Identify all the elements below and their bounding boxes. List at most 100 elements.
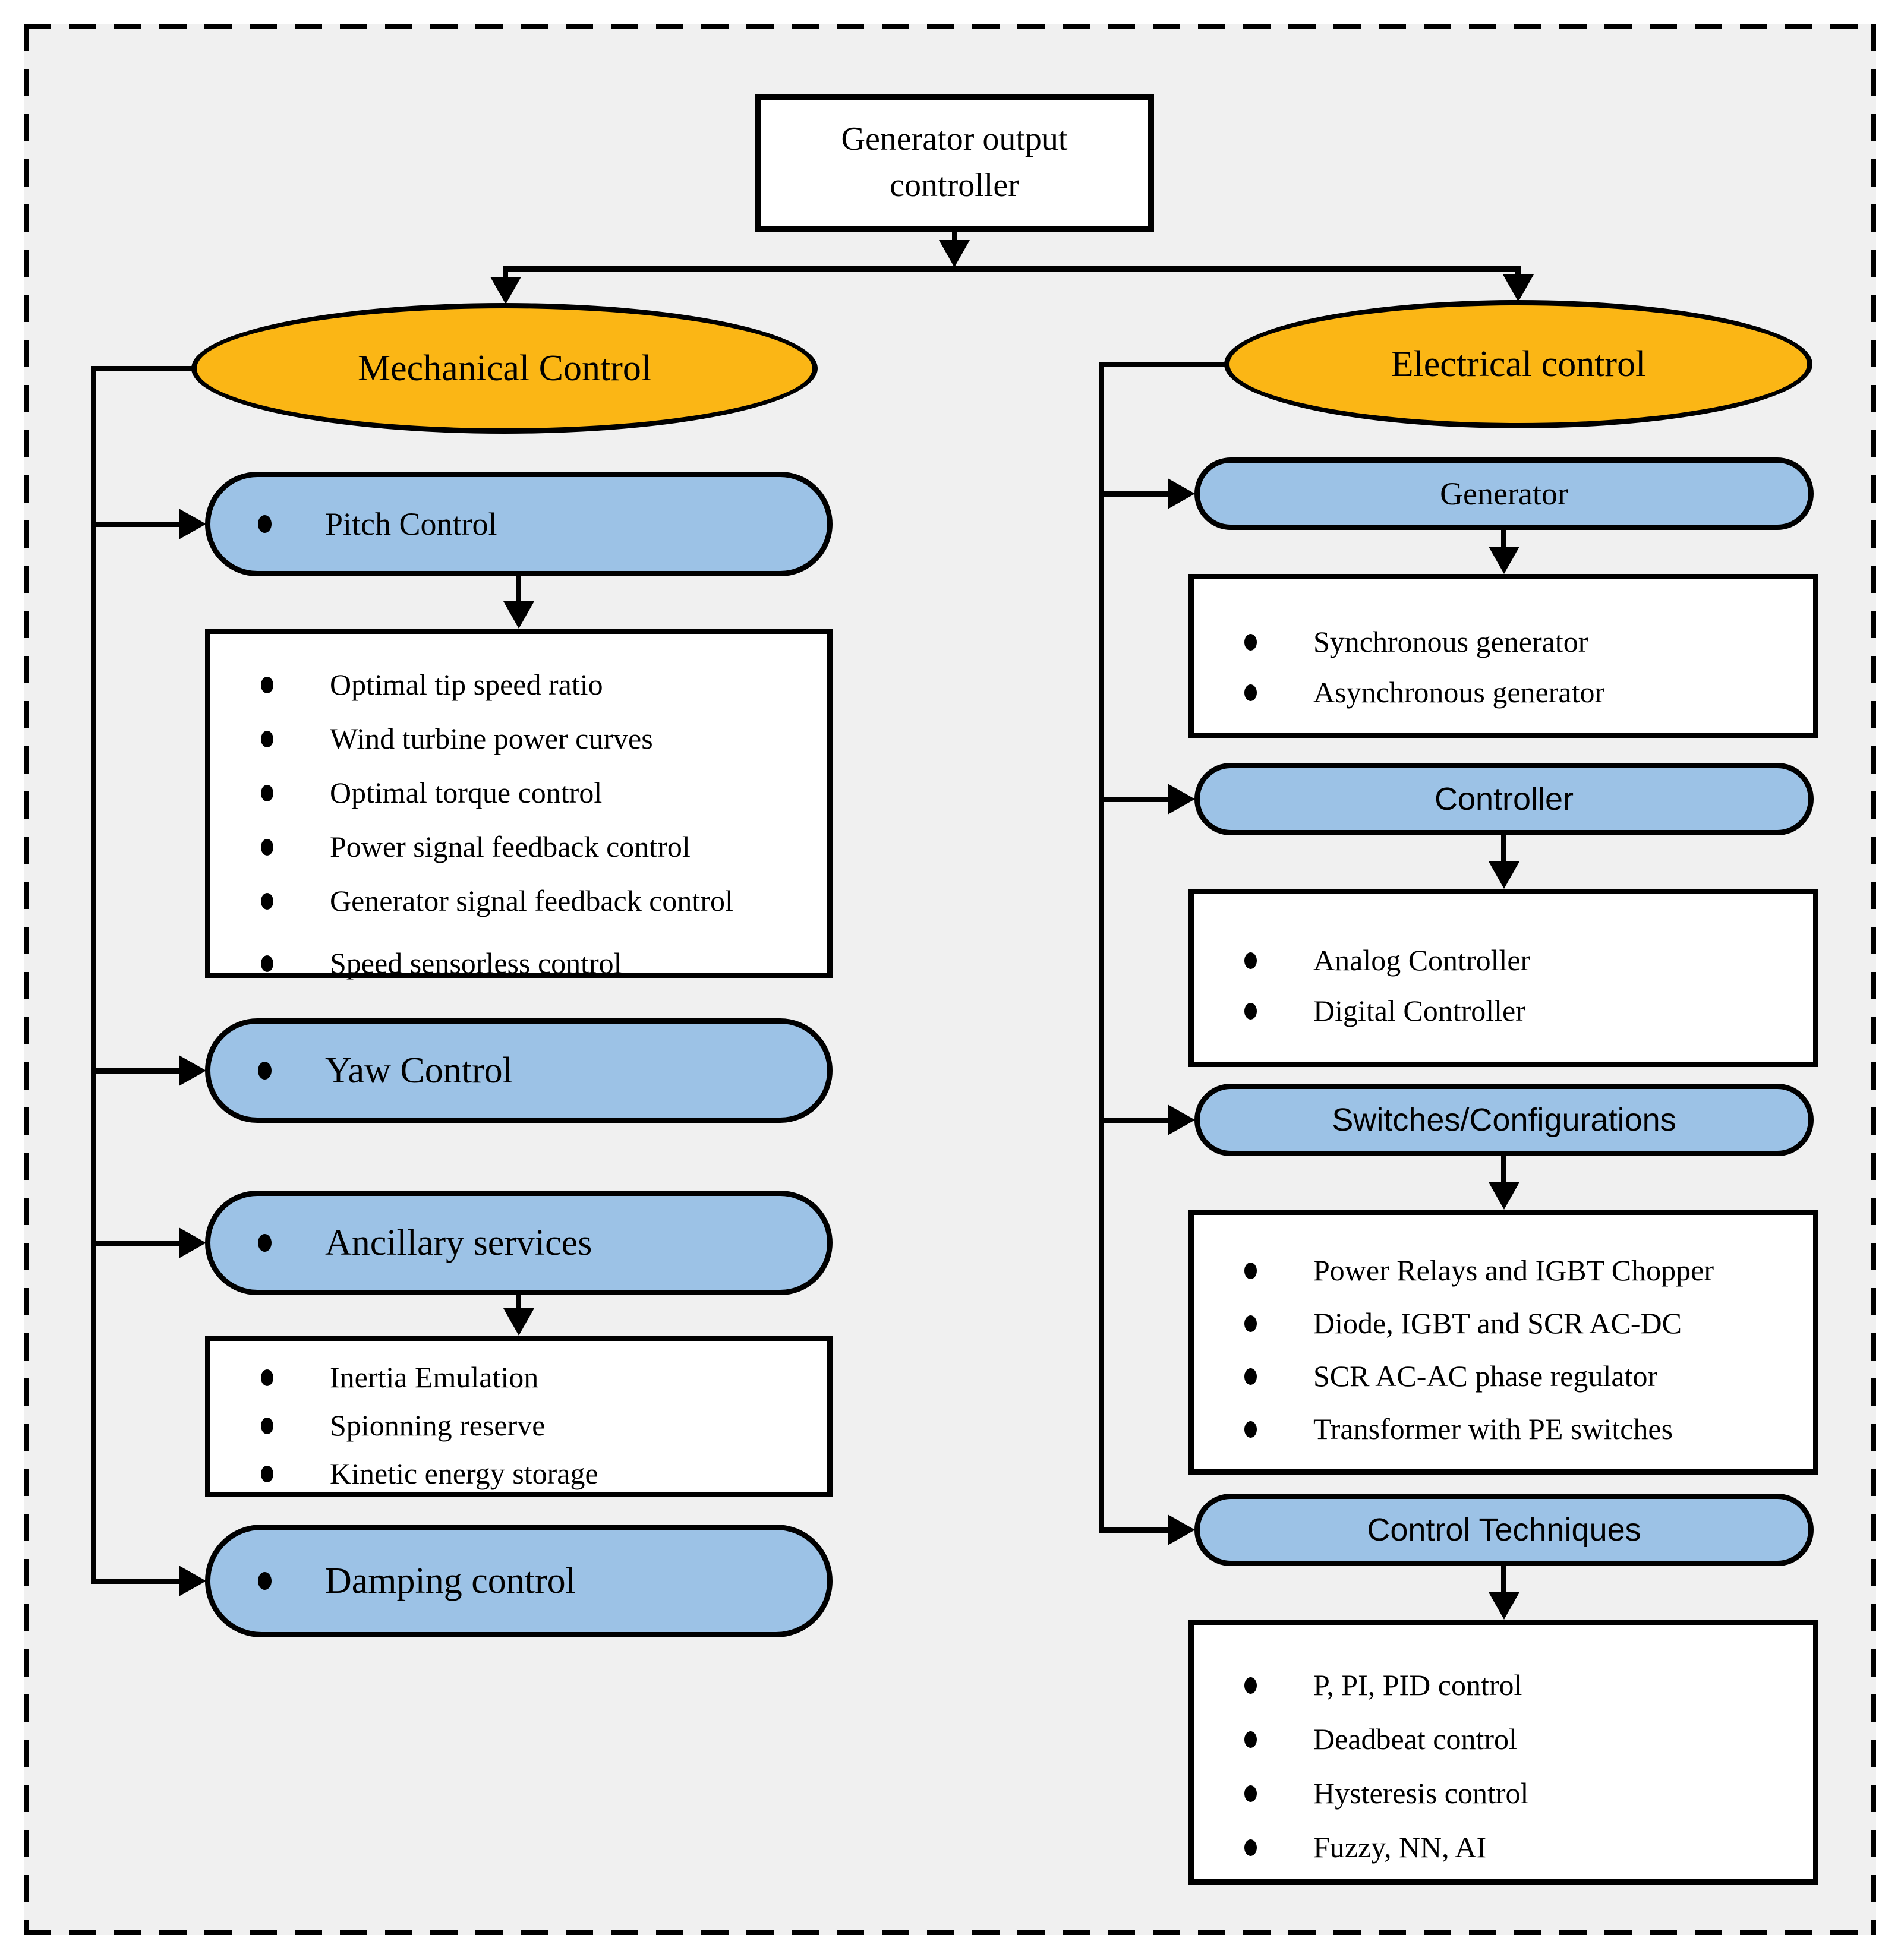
list-item: P, PI, PID control — [1194, 1669, 1813, 1702]
arrowhead-electrical-down-icon — [1503, 274, 1534, 302]
list-item-label: P, PI, PID control — [1313, 1668, 1522, 1702]
arrowhead-pitch-detail-down-icon — [503, 601, 534, 629]
list-item: Hysteresis control — [1194, 1777, 1813, 1810]
list-item-label: Speed sensorless control — [330, 946, 622, 980]
damping-control-pill: Damping control — [205, 1525, 833, 1637]
pitch-control-label: Pitch Control — [325, 506, 497, 542]
bullet-icon — [1244, 1421, 1257, 1438]
connector-drop-left-shaft — [503, 266, 508, 282]
pitch-detail-box: Optimal tip speed ratio Wind turbine pow… — [205, 629, 833, 980]
connector-generator-detail-shaft — [1501, 530, 1506, 550]
list-item: Wind turbine power curves — [210, 722, 827, 755]
list-item: Transformer with PE switches — [1194, 1413, 1813, 1445]
connector-pitch-detail-shaft — [516, 576, 521, 604]
list-item-label: Optimal torque control — [330, 776, 603, 809]
list-item-label: Power Relays and IGBT Chopper — [1313, 1254, 1714, 1287]
connector-mechanical-trunk-vertical — [91, 366, 96, 1583]
list-item-label: Spionning reserve — [330, 1409, 546, 1442]
connector-root-shaft — [952, 232, 957, 247]
bullet-icon — [258, 515, 272, 533]
list-item-label: Inertia Emulation — [330, 1361, 539, 1394]
bullet-icon — [261, 1465, 273, 1482]
arrowhead-mechanical-down-icon — [490, 277, 521, 304]
list-item-label: Optimal tip speed ratio — [330, 668, 603, 701]
mechanical-control-label: Mechanical Control — [357, 348, 652, 389]
list-item: Optimal tip speed ratio — [210, 668, 827, 701]
bullet-icon — [1244, 952, 1257, 969]
list-item: Optimal torque control — [210, 777, 827, 809]
generator-detail-box: Synchronous generator Asynchronous gener… — [1188, 574, 1818, 738]
list-item: Deadbeat control — [1194, 1723, 1813, 1756]
list-item-label: Asynchronous generator — [1313, 676, 1605, 709]
yaw-control-pill: Yaw Control — [205, 1018, 833, 1123]
list-item: Kinetic energy storage — [210, 1457, 827, 1490]
controller-pill: Controller — [1194, 763, 1814, 835]
list-item-label: Diode, IGBT and SCR AC-DC — [1313, 1306, 1682, 1340]
ancillary-detail-box: Inertia Emulation Spionning reserve Kine… — [205, 1336, 833, 1497]
bullet-icon — [1244, 1368, 1257, 1385]
bullet-icon — [261, 892, 273, 910]
connector-generator-shaft — [1099, 491, 1170, 497]
switches-detail-box: Power Relays and IGBT Chopper Diode, IGB… — [1188, 1210, 1818, 1475]
arrowhead-controller-detail-down-icon — [1489, 861, 1519, 889]
connector-controller-shaft — [1099, 797, 1170, 802]
dashed-border-bottom — [24, 1930, 1876, 1935]
arrowhead-ancillary-right-icon — [179, 1227, 206, 1258]
arrowhead-damping-right-icon — [179, 1566, 206, 1596]
connector-damping-shaft — [91, 1579, 181, 1584]
connector-electrical-trunk-horizontal — [1099, 362, 1227, 367]
connector-electrical-trunk-vertical — [1099, 362, 1104, 1532]
arrowhead-generator-detail-down-icon — [1489, 547, 1519, 574]
connector-techniques-shaft — [1099, 1527, 1170, 1533]
bullet-icon — [1244, 1002, 1257, 1020]
bullet-icon — [1244, 1839, 1257, 1856]
list-item: Asynchronous generator — [1194, 676, 1813, 709]
arrowhead-ancillary-detail-down-icon — [503, 1308, 534, 1336]
generator-pill: Generator — [1194, 457, 1814, 530]
list-item: Diode, IGBT and SCR AC-DC — [1194, 1307, 1813, 1340]
bullet-icon — [258, 1234, 272, 1252]
list-item-label: Analog Controller — [1313, 943, 1531, 977]
bullet-icon — [261, 784, 273, 801]
list-item-label: Transformer with PE switches — [1313, 1412, 1673, 1445]
arrowhead-controller-right-icon — [1168, 784, 1195, 815]
connector-ancillary-detail-shaft — [516, 1295, 521, 1311]
electrical-control-ellipse: Electrical control — [1224, 300, 1812, 428]
bullet-icon — [261, 838, 273, 856]
root-node-generator-output-controller: Generator output controller — [755, 94, 1154, 232]
ancillary-services-pill: Ancillary services — [205, 1191, 833, 1295]
arrowhead-pitch-right-icon — [179, 509, 206, 539]
connector-mechanical-trunk-horizontal — [91, 366, 194, 371]
list-item-label: Digital Controller — [1313, 994, 1525, 1027]
controller-detail-box: Analog Controller Digital Controller — [1188, 889, 1818, 1067]
list-item-label: Kinetic energy storage — [330, 1457, 598, 1490]
connector-drop-right-shaft — [1515, 266, 1521, 279]
arrowhead-techniques-detail-down-icon — [1489, 1592, 1519, 1620]
control-techniques-label: Control Techniques — [1367, 1512, 1641, 1548]
mechanical-control-ellipse: Mechanical Control — [191, 303, 818, 434]
list-item: Spionning reserve — [210, 1409, 827, 1442]
bullet-icon — [1244, 1677, 1257, 1694]
bullet-icon — [261, 1369, 273, 1386]
list-item: Power signal feedback control — [210, 831, 827, 863]
arrowhead-root-down-icon — [939, 240, 970, 267]
connector-controller-detail-shaft — [1501, 835, 1506, 863]
dashed-border-top — [24, 24, 1876, 29]
control-techniques-pill: Control Techniques — [1194, 1494, 1814, 1566]
damping-control-label: Damping control — [325, 1560, 576, 1601]
connector-switches-detail-shaft — [1501, 1156, 1506, 1183]
list-item-label: Fuzzy, NN, AI — [1313, 1830, 1487, 1864]
list-item-label: Wind turbine power curves — [330, 722, 653, 755]
dashed-border-left — [24, 24, 29, 1935]
connector-switches-shaft — [1099, 1118, 1170, 1123]
list-item: Speed sensorless control — [210, 947, 827, 980]
bullet-icon — [1244, 1785, 1257, 1802]
switches-configurations-pill: Switches/Configurations — [1194, 1084, 1814, 1156]
switches-configurations-label: Switches/Configurations — [1332, 1102, 1676, 1138]
arrowhead-techniques-right-icon — [1168, 1514, 1195, 1545]
bullet-icon — [1244, 684, 1257, 701]
root-node-label-line1: Generator output — [841, 121, 1068, 158]
bullet-icon — [1244, 1262, 1257, 1279]
list-item-label: Deadbeat control — [1313, 1722, 1517, 1756]
